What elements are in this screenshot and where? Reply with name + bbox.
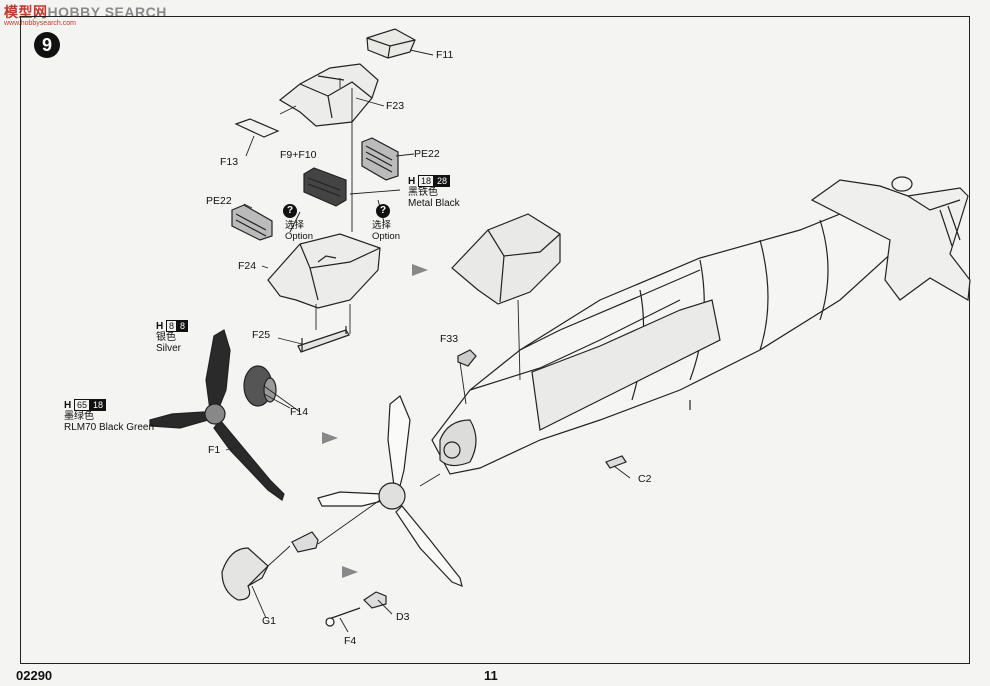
label-f23: F23 <box>386 100 405 112</box>
label-c2: C2 <box>638 473 652 485</box>
question-icon: ? <box>283 204 297 218</box>
label-f1: F1 <box>208 444 221 456</box>
label-g1: G1 <box>262 615 277 627</box>
assembly-arrows <box>322 264 428 578</box>
tail-drawing <box>810 176 971 301</box>
paint-rlm70-code1: 65 <box>74 399 91 411</box>
paint-rlm70-cn: 墨绿色 <box>64 411 94 422</box>
label-f14: F14 <box>290 406 309 418</box>
paint-metal-black-code1: 18 <box>418 175 435 187</box>
part-f33-drawing <box>457 349 477 367</box>
part-f14-drawing <box>243 365 277 407</box>
part-f9-f10-drawing <box>303 167 347 207</box>
part-f11-drawing <box>366 28 416 59</box>
paint-silver-cn: 银色 <box>156 332 176 343</box>
label-f24: F24 <box>238 260 257 272</box>
label-f11: F11 <box>436 49 454 61</box>
part-c2-drawing <box>605 455 627 469</box>
propeller-right-drawing <box>317 395 463 587</box>
label-f25: F25 <box>252 329 271 341</box>
option-right-en: Option <box>372 231 400 242</box>
watermark-url: www.hobbysearch.com <box>4 20 76 27</box>
paint-rlm70-letter: H <box>64 400 72 411</box>
paint-rlm70-en: RLM70 Black Green <box>64 422 155 433</box>
part-f4-drawing <box>325 607 361 627</box>
part-f23-drawing <box>278 63 379 127</box>
paint-silver-code2: 8 <box>177 320 189 332</box>
option-left: 选择 Option <box>285 220 313 242</box>
kit-number: 02290 <box>16 668 53 683</box>
paint-silver-code1: 8 <box>166 320 178 332</box>
step-number-badge: 9 <box>34 32 60 58</box>
paint-metal-black-letter: H <box>408 176 416 187</box>
paint-metal-black-cn: 黑铁色 <box>408 187 438 198</box>
paint-metal-black-code2: 28 <box>434 175 451 187</box>
hub-bolt-drawing <box>291 531 319 553</box>
label-pe22-left: PE22 <box>206 195 232 207</box>
propeller-left-drawing <box>149 329 285 501</box>
option-left-cn: 选择 <box>285 220 305 231</box>
label-f9-f10: F9+F10 <box>280 149 317 161</box>
paint-silver-letter: H <box>156 321 164 332</box>
label-f4: F4 <box>344 635 357 647</box>
part-d3-drawing <box>363 591 387 609</box>
label-f13: F13 <box>220 156 239 168</box>
detached-cowl-drawing <box>451 213 561 305</box>
paint-metal-black-en: Metal Black <box>408 198 460 209</box>
part-g1-drawing <box>221 547 269 601</box>
part-pe22-right-drawing <box>361 137 399 181</box>
page-number: 11 <box>484 668 498 683</box>
part-f25-drawing <box>297 326 350 353</box>
option-left-en: Option <box>285 231 313 242</box>
part-pe22-left-drawing <box>231 204 273 241</box>
paint-silver-en: Silver <box>156 343 182 354</box>
part-f13-drawing <box>234 118 280 138</box>
option-right: 选择 Option <box>372 220 400 242</box>
label-pe22-right: PE22 <box>414 148 440 160</box>
page-frame <box>20 16 970 664</box>
label-d3: D3 <box>396 611 410 623</box>
label-f33: F33 <box>440 333 459 345</box>
leader-lines <box>225 49 631 633</box>
paint-rlm70-code2: 18 <box>90 399 107 411</box>
option-right-cn: 选择 <box>372 220 392 231</box>
question-icon: ? <box>376 204 390 218</box>
part-f24-drawing <box>267 233 381 309</box>
fuselage-drawing <box>431 197 906 475</box>
